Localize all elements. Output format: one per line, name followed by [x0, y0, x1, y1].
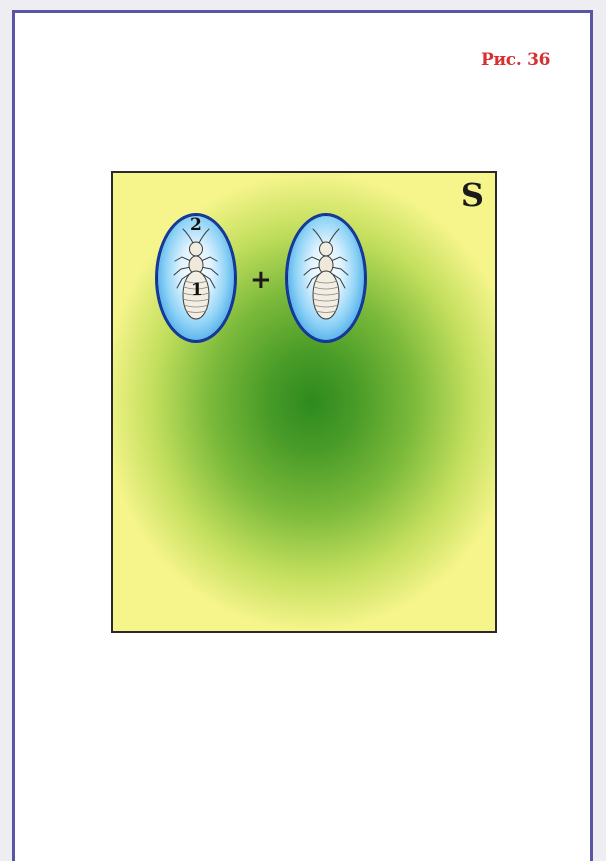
plus-sign: + — [250, 267, 272, 293]
panel-letter: S — [461, 179, 484, 211]
termite-icon — [287, 215, 365, 341]
figure-label: Рис. 36 — [481, 50, 550, 70]
individual-oval-2 — [285, 213, 367, 343]
badge-number-2: 2 — [190, 217, 202, 234]
individual-oval-1: 2 1 — [155, 213, 237, 343]
badge-number-1: 1 — [191, 282, 203, 299]
figure-page: Рис. 36 S — [12, 10, 593, 861]
habitat-panel: S — [111, 171, 497, 633]
